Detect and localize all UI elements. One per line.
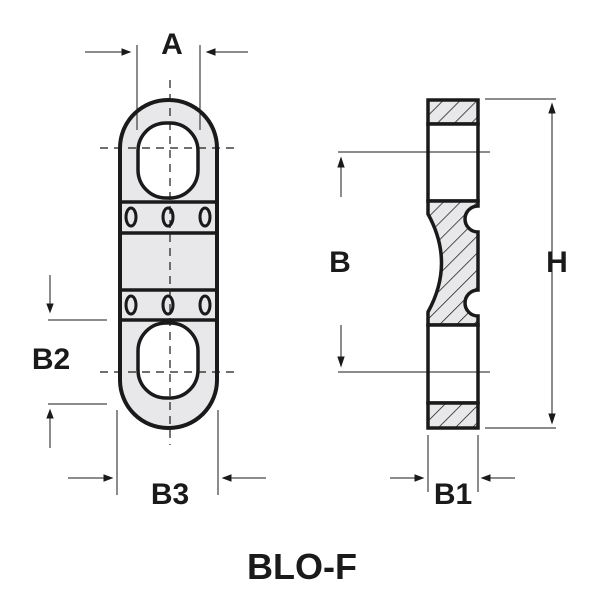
bands bbox=[120, 200, 217, 322]
dimension-label-a: A bbox=[161, 28, 183, 61]
upper-eye-hole bbox=[136, 121, 200, 200]
front-view bbox=[100, 80, 240, 445]
dimension-label-b3: B3 bbox=[150, 478, 190, 511]
bolt-holes bbox=[124, 206, 212, 316]
center-lines bbox=[100, 80, 240, 445]
dimension-label-b2: B2 bbox=[31, 343, 71, 376]
dimension-label-b1: B1 bbox=[433, 478, 473, 511]
side-view bbox=[426, 98, 480, 430]
dimension-label-h: H bbox=[546, 246, 568, 279]
dimension-label-b: B bbox=[329, 246, 351, 279]
front-dimensions bbox=[46, 45, 266, 495]
lower-eye-hole bbox=[136, 321, 200, 400]
side-dimensions bbox=[337, 98, 556, 492]
diagram-title: BLO-F bbox=[247, 546, 357, 587]
